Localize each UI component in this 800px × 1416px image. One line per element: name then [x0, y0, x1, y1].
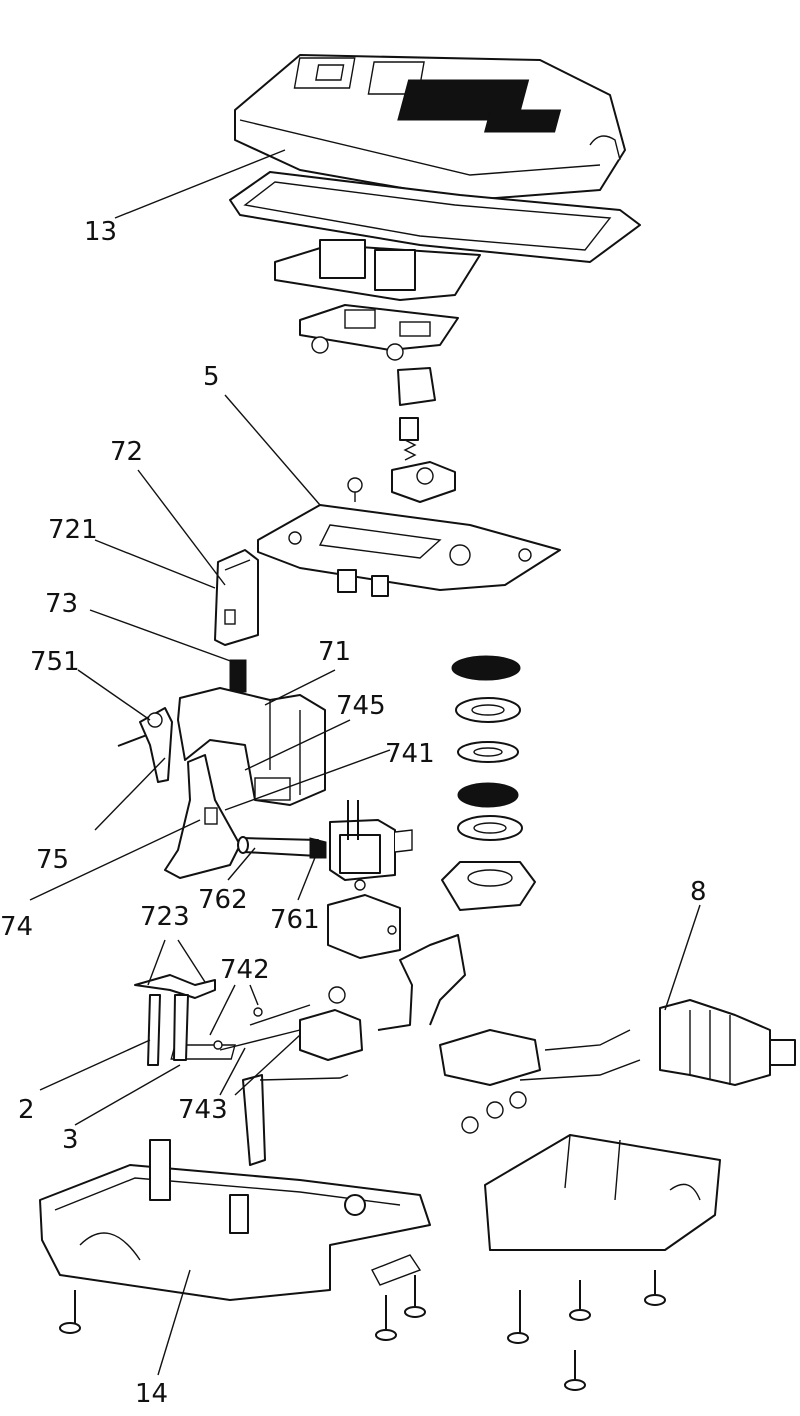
callout-74: 74	[0, 912, 33, 942]
bracket-plate	[299, 304, 459, 361]
bent-wire	[377, 934, 466, 1031]
spring-73	[229, 659, 247, 693]
ring-stack	[441, 655, 536, 911]
lever-75	[117, 707, 173, 783]
callout-741: 741	[385, 739, 435, 769]
callout-8: 8	[690, 877, 707, 907]
solenoid	[329, 800, 413, 881]
callout-71: 71	[318, 637, 351, 667]
connector-8	[519, 999, 796, 1086]
callout-723: 723	[140, 902, 190, 932]
upper-small-parts	[347, 367, 456, 503]
callout-743: 743	[178, 1095, 228, 1125]
callout-761: 761	[270, 905, 320, 935]
callout-75: 75	[36, 845, 69, 875]
callout-13: 13	[84, 217, 117, 247]
callout-73: 73	[45, 589, 78, 619]
callout-14: 14	[135, 1379, 168, 1409]
callout-742: 742	[220, 955, 270, 985]
top-cover	[234, 54, 626, 201]
solenoid-cover	[327, 879, 401, 959]
callout-762: 762	[198, 885, 248, 915]
callout-745: 745	[336, 691, 386, 721]
leader-lines	[29, 149, 701, 1376]
base-housing	[39, 1139, 431, 1301]
screws	[59, 1270, 666, 1391]
main-plate	[257, 504, 561, 597]
latch-74	[164, 754, 241, 879]
vent-grille	[397, 79, 562, 133]
callout-72: 72	[110, 437, 143, 467]
gasket	[229, 171, 641, 263]
plunger-762	[237, 836, 327, 859]
callout-721: 721	[48, 515, 98, 545]
contacts-2-3	[134, 974, 216, 1066]
right-base-half	[484, 1134, 721, 1251]
callout-3: 3	[62, 1125, 79, 1155]
callout-labels: 13 5 72 721 73 71 751 745 741 75 74 762 …	[0, 217, 707, 1409]
callout-2: 2	[18, 1095, 35, 1125]
terminal-block	[170, 1029, 541, 1134]
spring-arm-assembly	[213, 986, 363, 1166]
callout-751: 751	[30, 647, 80, 677]
callout-5: 5	[203, 362, 220, 392]
circuit-board	[274, 239, 481, 301]
slider-72	[214, 549, 259, 646]
